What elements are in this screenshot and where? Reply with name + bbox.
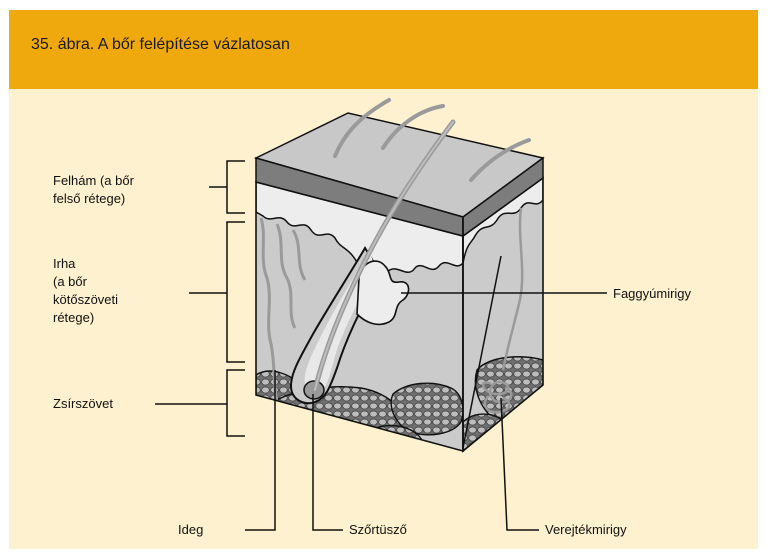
- label-zsirszovet: Zsírszövet: [53, 396, 113, 411]
- layer-brackets: [155, 160, 245, 437]
- caption-bar: 35. ábra. A bőr felépítése vázlatosan: [9, 10, 758, 89]
- label-irha-1: Irha: [53, 256, 76, 271]
- label-irha-2: (a bőr: [53, 274, 88, 289]
- label-irha-4: rétege): [53, 310, 94, 325]
- label-szortuszo: Szőrtüsző: [349, 522, 407, 537]
- figure-panel: 35. ábra. A bőr felépítése vázlatosan: [9, 10, 758, 549]
- nerve-fibers: [259, 217, 307, 403]
- label-irha-3: kötőszöveti: [53, 292, 118, 307]
- label-ideg: Ideg: [178, 522, 203, 537]
- sebaceous-gland: [356, 260, 410, 326]
- sweat-gland: [482, 207, 524, 414]
- label-verejtekmirigy: Verejtékmirigy: [545, 522, 627, 537]
- label-felham-2: felső rétege): [53, 191, 125, 206]
- skin-block: [253, 98, 545, 453]
- label-felham-1: Felhám (a bőr: [53, 173, 135, 188]
- label-faggyumirigy: Faggyúmirigy: [613, 286, 692, 301]
- figure-caption: 35. ábra. A bőr felépítése vázlatosan: [31, 36, 290, 53]
- leader-lines: [245, 255, 607, 531]
- skin-diagram: Felhám (a bőr felső rétege) Irha (a bőr …: [53, 98, 692, 537]
